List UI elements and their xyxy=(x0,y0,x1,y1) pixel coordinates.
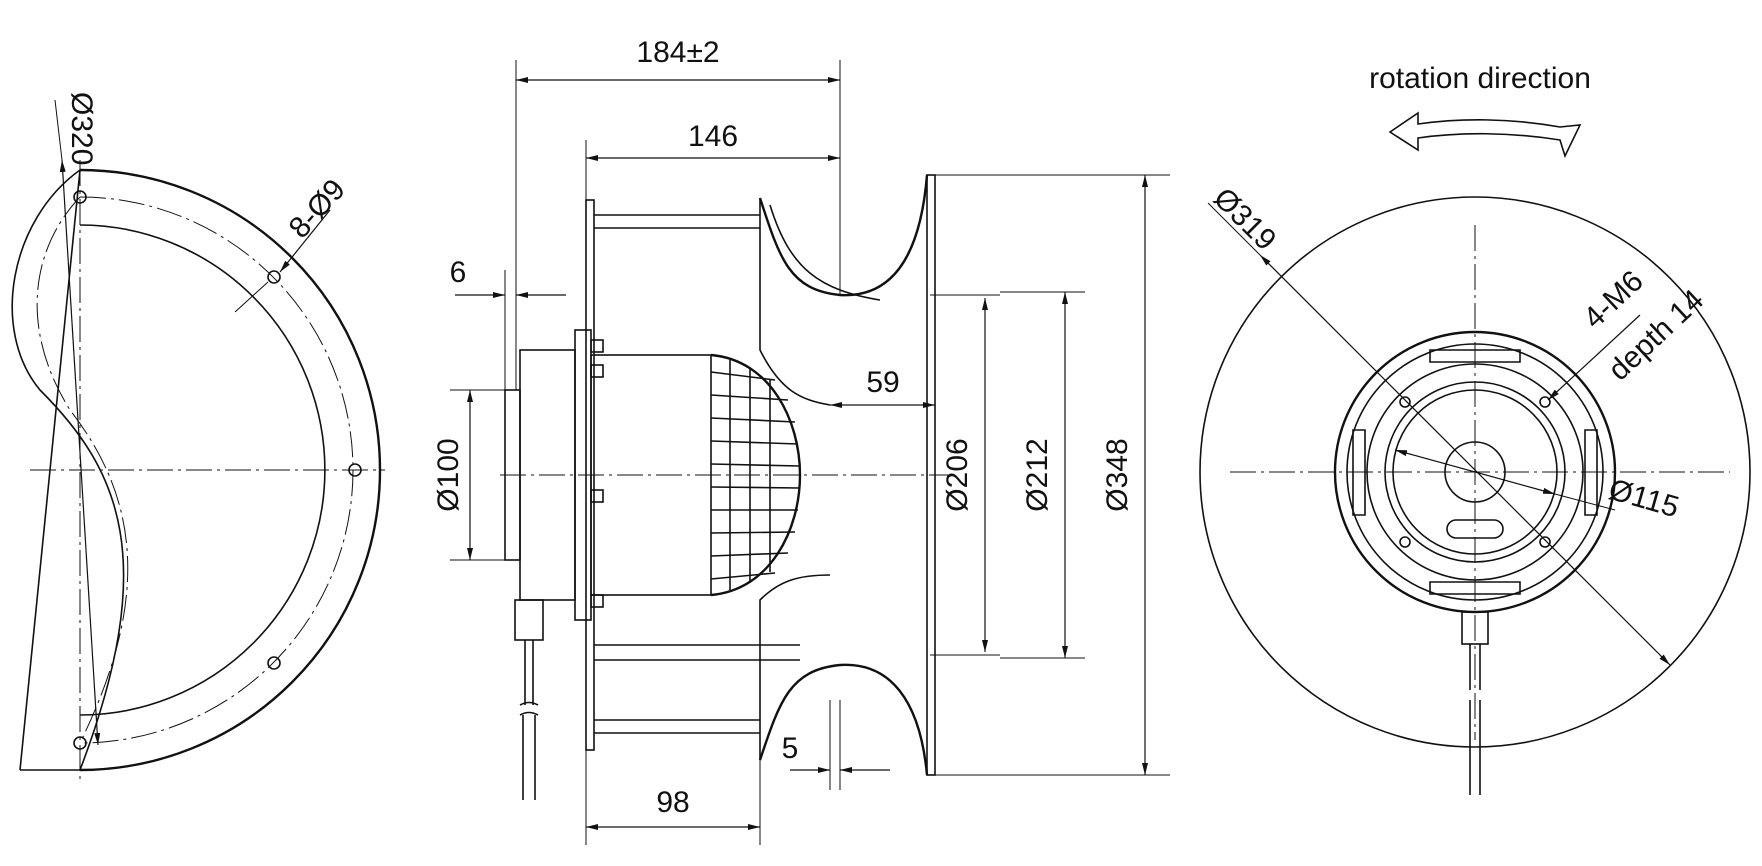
shroud-bottom-curve xyxy=(758,663,929,776)
inlet-offset-label: 5 xyxy=(782,732,799,765)
flange-outer-arc xyxy=(79,168,382,772)
hub-circle-label: Ø115 xyxy=(1605,473,1683,524)
blade-top xyxy=(594,214,760,229)
impeller-outline xyxy=(1199,196,1751,748)
inlet-outer-label: Ø212 xyxy=(1021,438,1054,511)
blade-bottom-edge xyxy=(759,574,831,760)
front-cable xyxy=(1469,644,1481,795)
cable xyxy=(522,640,536,800)
threaded-hole-leader xyxy=(1547,314,1641,401)
mount-hole xyxy=(348,463,362,477)
mount-hole-leader xyxy=(279,209,331,273)
bolt-circle-label: Ø320 xyxy=(65,92,98,165)
shaft-diameter-label: Ø100 xyxy=(432,438,465,511)
motor-bolts xyxy=(590,339,604,608)
shroud-top-inner xyxy=(769,204,881,301)
fan-side-view: 184±2 146 6 59 5 98 Ø100 Ø206 xyxy=(432,36,1170,845)
blade-bottom xyxy=(594,644,800,734)
impeller-length-label: 146 xyxy=(688,120,738,153)
hub-length-label: 98 xyxy=(656,786,689,819)
mount-hole-label: 8-Ø9 xyxy=(283,173,352,245)
blade-top-edge xyxy=(759,198,831,406)
outer-circle-label: Ø319 xyxy=(1207,182,1282,257)
motor-dome xyxy=(710,353,802,597)
mount-hole xyxy=(267,270,281,284)
bolt-circle-arc xyxy=(79,196,354,744)
mount-hole xyxy=(267,656,281,670)
rotation-label: rotation direction xyxy=(1369,62,1591,95)
flange-thickness-label: 6 xyxy=(450,256,467,289)
shroud-top-curve xyxy=(758,174,929,297)
hub-circle-dim xyxy=(1394,449,1556,495)
impeller-diameter-label: Ø348 xyxy=(1101,438,1134,511)
bolt-circle-dim-line xyxy=(59,159,101,746)
motor-offset-label: 59 xyxy=(866,366,899,399)
rotation-arrow xyxy=(1388,111,1582,159)
flange-cut-line xyxy=(11,169,125,771)
inlet-inner-label: Ø206 xyxy=(941,438,974,511)
cable-break xyxy=(519,701,539,716)
flange-side-view: Ø320 8-Ø9 xyxy=(11,92,385,780)
cable-gland xyxy=(514,599,544,641)
overall-length-label: 184±2 xyxy=(636,36,719,69)
threaded-holes-label: 4-M6 xyxy=(1577,264,1650,335)
fan-front-view: Ø319 Ø115 4-M6 depth 14 rotation directi… xyxy=(1199,62,1751,795)
